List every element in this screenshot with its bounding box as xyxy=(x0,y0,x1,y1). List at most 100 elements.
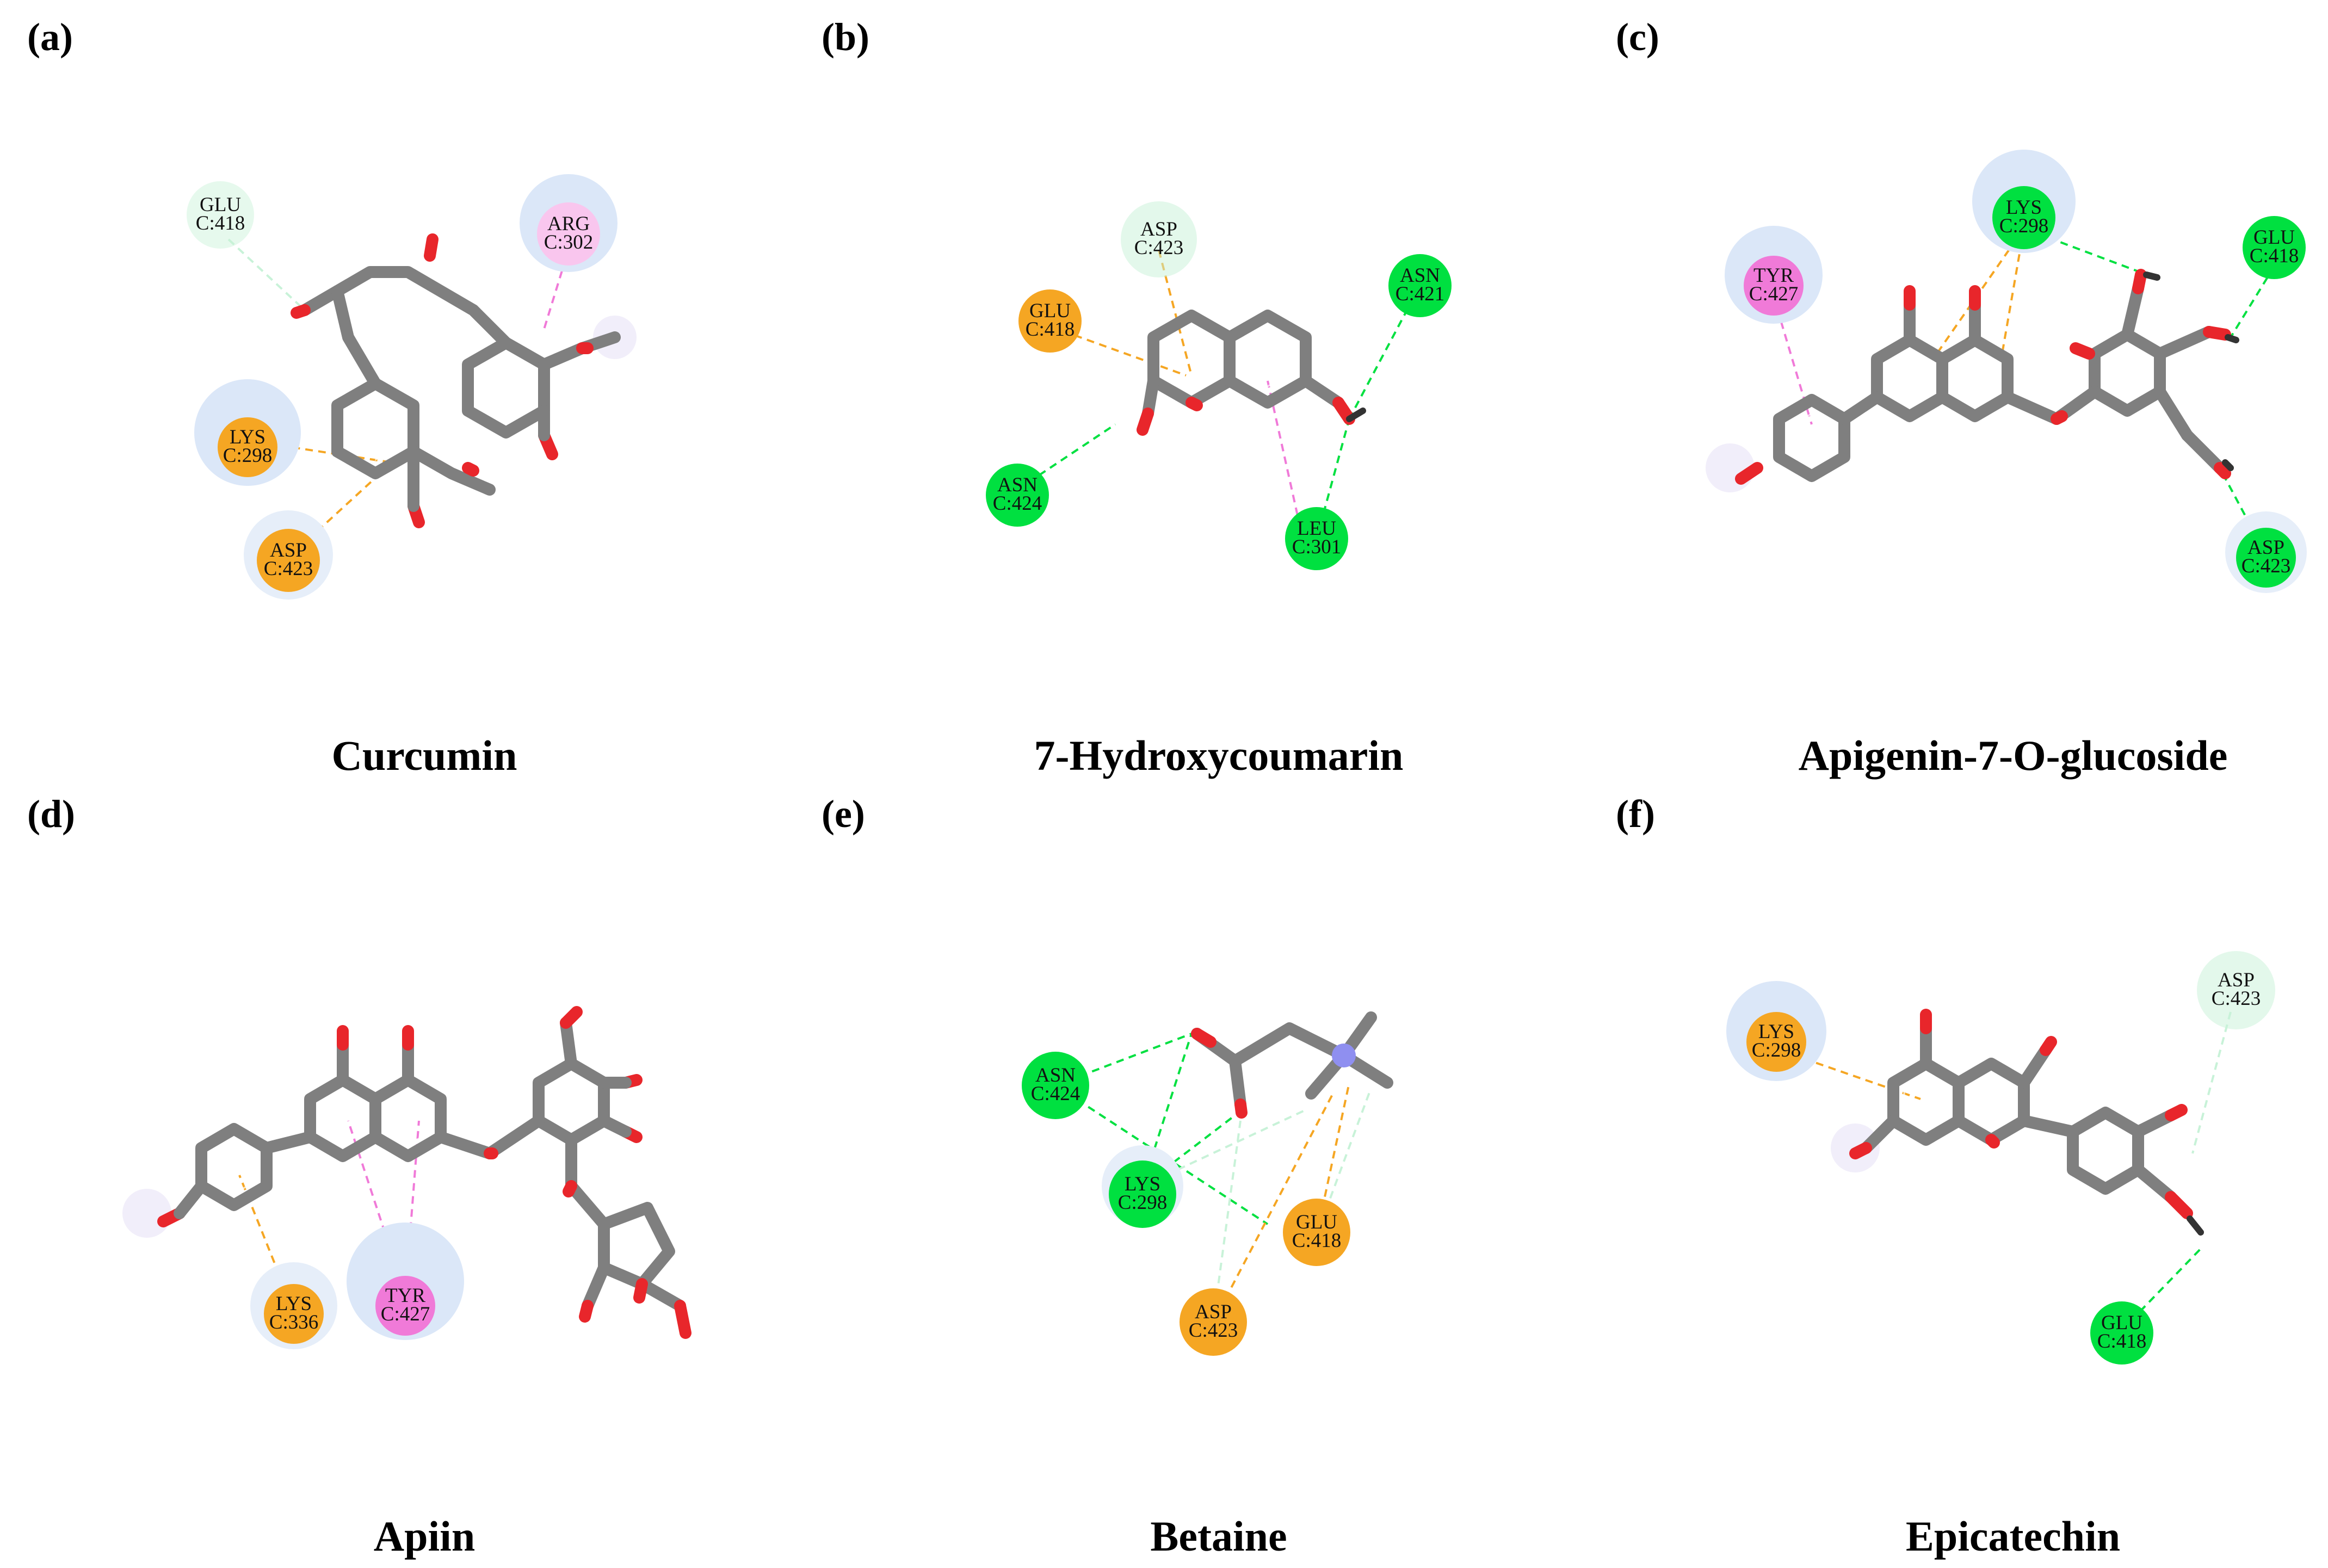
panel-letter-c: (c) xyxy=(1616,15,1659,59)
svg-text:C:423: C:423 xyxy=(2241,555,2290,577)
svg-text:LYS: LYS xyxy=(2006,196,2042,219)
svg-text:ASN: ASN xyxy=(997,474,1038,496)
residue-tyr-427-c: TYR C:427 xyxy=(1725,226,1823,324)
svg-text:C:418: C:418 xyxy=(2097,1330,2146,1353)
residue-asp-423-f: ASP C:423 xyxy=(2197,951,2275,1029)
interaction-line xyxy=(266,442,392,464)
svg-text:C:418: C:418 xyxy=(1026,318,1075,341)
svg-text:C:427: C:427 xyxy=(1749,283,1798,305)
residue-lys-298-c: LYS C:298 xyxy=(1972,150,2076,253)
svg-text:LYS: LYS xyxy=(276,1293,312,1315)
residue-tyr-427-d: TYR C:427 xyxy=(347,1223,464,1340)
residue-glu-418-c: GLU C:418 xyxy=(2243,216,2306,279)
residue-lys-336-d: LYS C:336 xyxy=(250,1262,337,1349)
residue-glu-418-f: GLU C:418 xyxy=(2090,1301,2153,1365)
svg-text:ASN: ASN xyxy=(1035,1064,1076,1087)
svg-text:C:421: C:421 xyxy=(1395,283,1444,305)
molecule-curcumin xyxy=(291,233,637,528)
residue-glu-418-b: GLU C:418 xyxy=(1018,289,1082,353)
panel-letter-b: (b) xyxy=(822,15,869,59)
svg-text:ASN: ASN xyxy=(1400,264,1440,287)
caption-e: Betaine xyxy=(1150,1513,1287,1560)
interaction-line xyxy=(2023,227,2155,279)
residue-asp-423-e: ASP C:423 xyxy=(1180,1288,1247,1356)
panel-f: (f) Epicatechin xyxy=(1616,792,2275,1560)
interaction-lines-f xyxy=(1779,1011,2232,1331)
svg-text:C:298: C:298 xyxy=(1118,1192,1167,1214)
svg-text:LEU: LEU xyxy=(1297,517,1336,540)
svg-text:C:301: C:301 xyxy=(1292,536,1341,558)
svg-text:C:298: C:298 xyxy=(1999,215,2048,237)
interaction-lines-c xyxy=(1773,227,2275,550)
svg-text:GLU: GLU xyxy=(2101,1312,2142,1334)
svg-text:LYS: LYS xyxy=(230,426,265,448)
residue-asp-423-c: ASP C:423 xyxy=(2225,511,2307,593)
panel-a: (a) Curcumin xyxy=(27,15,637,779)
residue-asn-424-b: ASN C:424 xyxy=(986,464,1049,527)
svg-text:C:298: C:298 xyxy=(223,445,272,467)
caption-b: 7-Hydroxycoumarin xyxy=(1034,732,1404,779)
svg-text:C:427: C:427 xyxy=(381,1303,430,1325)
caption-a: Curcumin xyxy=(332,732,517,779)
svg-text:ARG: ARG xyxy=(547,213,590,235)
interaction-line xyxy=(2191,1011,2232,1154)
svg-text:C:423: C:423 xyxy=(1189,1319,1238,1342)
svg-text:ASP: ASP xyxy=(2218,969,2255,991)
svg-text:TYR: TYR xyxy=(1753,264,1794,287)
interaction-lines-a xyxy=(227,238,567,559)
panel-c: (c) Apigenin-7-O-glucoside xyxy=(1616,15,2307,779)
interaction-line xyxy=(1212,1093,1334,1323)
svg-text:GLU: GLU xyxy=(1029,300,1071,322)
molecule-apiin xyxy=(122,1006,691,1339)
svg-text:ASP: ASP xyxy=(2247,536,2284,559)
svg-text:C:423: C:423 xyxy=(264,558,313,580)
svg-text:LYS: LYS xyxy=(1125,1173,1160,1195)
svg-text:LYS: LYS xyxy=(1758,1021,1794,1043)
interaction-line xyxy=(1054,1084,1269,1225)
svg-text:C:418: C:418 xyxy=(196,212,245,234)
svg-text:C:418: C:418 xyxy=(2250,245,2299,267)
molecule-apigenin-7-o-glucoside xyxy=(1706,269,2239,492)
residue-asp-423-b: ASP C:423 xyxy=(1121,201,1197,277)
panel-d: (d) Apiin xyxy=(27,792,691,1560)
panel-letter-e: (e) xyxy=(822,792,865,836)
interaction-line xyxy=(1055,1033,1192,1087)
svg-text:GLU: GLU xyxy=(200,194,241,216)
interaction-line xyxy=(1158,250,1193,376)
residue-asn-424-e: ASN C:424 xyxy=(1022,1052,1089,1119)
caption-d: Apiin xyxy=(374,1513,475,1560)
molecule-7-hydroxycoumarin xyxy=(1137,310,1366,436)
molecule-epicatechin xyxy=(1831,1009,2204,1236)
residue-asn-421-b: ASN C:421 xyxy=(1388,254,1452,317)
residue-glu-418-e: GLU C:418 xyxy=(1283,1199,1350,1266)
residue-glu-418-a: GLU C:418 xyxy=(187,181,254,249)
svg-text:C:424: C:424 xyxy=(1031,1083,1080,1105)
caption-f: Epicatechin xyxy=(1906,1513,2120,1560)
svg-text:C:298: C:298 xyxy=(1752,1039,1801,1061)
svg-text:C:423: C:423 xyxy=(2212,987,2261,1010)
interaction-line xyxy=(1049,325,1187,376)
svg-text:C:336: C:336 xyxy=(269,1311,318,1334)
panel-e: (e) Betaine xyxy=(822,792,1393,1560)
svg-text:ASP: ASP xyxy=(1140,218,1177,240)
caption-c: Apigenin-7-O-glucoside xyxy=(1799,732,2228,779)
interaction-line xyxy=(2001,228,2025,354)
panel-letter-a: (a) xyxy=(27,15,73,59)
interaction-line xyxy=(227,238,306,311)
residue-leu-301-b: LEU C:301 xyxy=(1285,507,1348,570)
residue-lys-298-e: LYS C:298 xyxy=(1102,1145,1183,1228)
interaction-line xyxy=(2230,266,2275,338)
panel-letter-f: (f) xyxy=(1616,792,1655,836)
residue-lys-298-a: LYS C:298 xyxy=(194,379,301,486)
svg-text:ASP: ASP xyxy=(1195,1301,1232,1323)
svg-text:GLU: GLU xyxy=(1296,1211,1337,1233)
interaction-line xyxy=(287,467,387,559)
svg-text:ASP: ASP xyxy=(270,539,307,561)
residue-arg-302-a: ARG C:302 xyxy=(520,174,617,272)
svg-text:C:424: C:424 xyxy=(993,492,1042,515)
interaction-lines-b xyxy=(1016,250,1421,539)
svg-text:GLU: GLU xyxy=(2253,226,2295,249)
svg-text:C:418: C:418 xyxy=(1292,1230,1341,1252)
residue-lys-298-f: LYS C:298 xyxy=(1726,981,1826,1081)
panel-letter-d: (d) xyxy=(27,792,75,836)
